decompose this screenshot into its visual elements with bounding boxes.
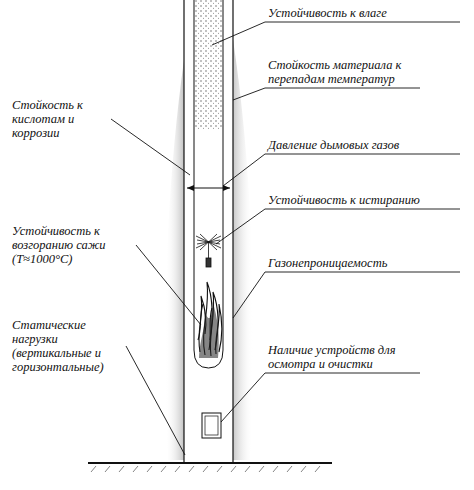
leader-line [265,209,460,210]
callout-label: Устойчивость к возгоранию сажи (T≈1000°C… [12,224,132,266]
leader-line [223,154,265,186]
leader-line [265,373,420,374]
leader-line [233,88,265,100]
leader-line [265,88,420,89]
leader-line [265,154,460,155]
callout-label: Стойкость к кислотам и коррозии [12,98,107,140]
callout-label: Статические нагрузки (вертикальные и гор… [12,318,122,374]
callout-label: Наличие устройств для осмотра и очистки [268,343,418,371]
leader-line [221,373,265,422]
leader-line [265,272,460,273]
leader-line [111,119,190,175]
leader-line [126,346,185,455]
callout-label: Устойчивость к истиранию [268,193,458,207]
callout-label: Стойкость материала к перепадам температ… [268,58,418,86]
leader-line [136,245,201,325]
leader-line [212,22,265,45]
leader-line [233,272,265,318]
leader-line [216,209,265,244]
callout-label: Давление дымовых газов [268,138,458,152]
leader-line [265,22,460,23]
callout-label: Устойчивость к влаге [268,6,458,20]
callout-label: Газонепроницаемость [268,256,458,270]
